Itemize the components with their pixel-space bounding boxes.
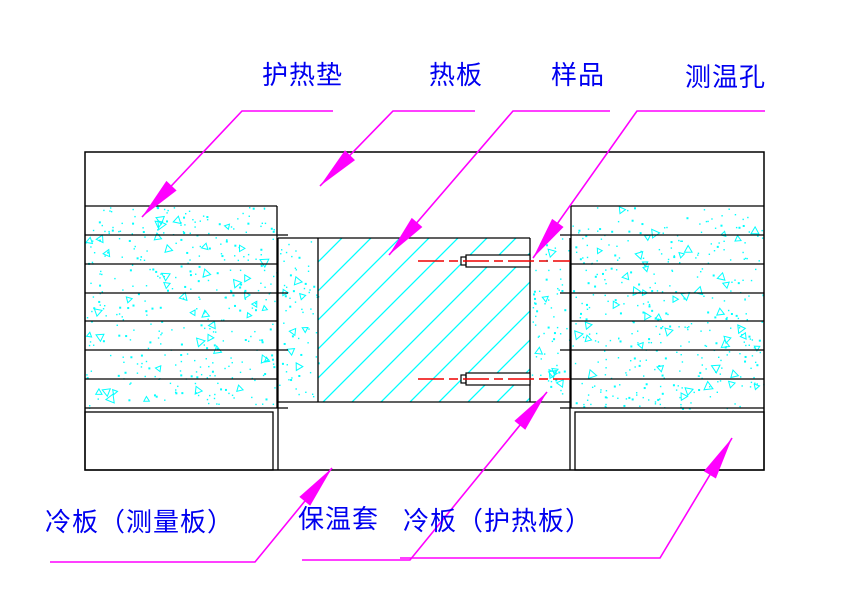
leader-temp-measure-hole <box>532 110 765 259</box>
thermo-measure-holes <box>418 254 570 386</box>
bottom-plate-right <box>574 411 765 471</box>
label-sample: 样品 <box>551 60 606 90</box>
label-cold-plate-measuring: 冷板（测量板） <box>45 507 235 537</box>
label-cold-plate-guard: 冷板（护热板） <box>403 506 593 536</box>
leader-cold-plate-measuring <box>50 467 333 563</box>
label-temp-measure-hole: 测温孔 <box>685 62 767 92</box>
label-insulation-jacket: 保温套 <box>298 504 380 534</box>
leader-guard-heater-pad <box>141 110 333 218</box>
leader-cold-plate-guard <box>400 437 733 559</box>
outer-jacket-rect <box>84 151 765 471</box>
bottom-plate-left <box>84 411 274 471</box>
line-work <box>84 151 765 471</box>
label-guard-heater-pad: 护热垫 <box>262 60 344 90</box>
leader-insulation-jacket <box>302 391 548 561</box>
leader-hot-plate <box>319 110 475 187</box>
leader-sample <box>388 110 610 256</box>
label-hot-plate: 热板 <box>429 60 484 90</box>
leader-lines <box>50 110 765 563</box>
